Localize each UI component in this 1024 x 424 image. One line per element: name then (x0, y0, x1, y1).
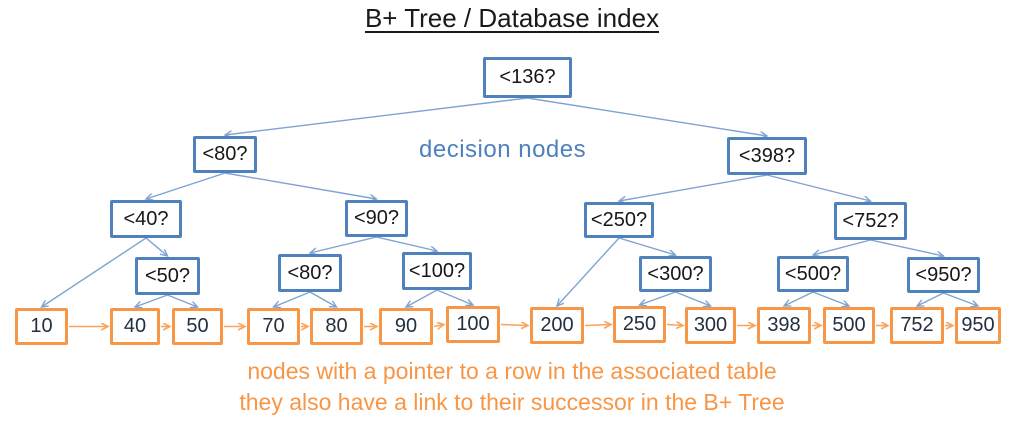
tree-edge (224, 172, 377, 199)
leaf-node-L90: 90 (379, 308, 433, 345)
leaf-node-L950: 950 (955, 307, 1001, 344)
decision-node-n100: <100? (402, 252, 472, 290)
tree-edge (675, 291, 711, 306)
tree-edge (640, 291, 676, 305)
diagram-title: B+ Tree / Database index (364, 3, 660, 33)
leaf-node-L10: 10 (15, 308, 68, 345)
leaf-node-L250: 250 (613, 306, 666, 343)
leaf-node-L752: 752 (890, 307, 944, 344)
decision-node-n950: <950? (907, 257, 980, 293)
tree-edge (784, 291, 814, 306)
tree-edge (943, 292, 979, 306)
tree-edge (766, 174, 871, 201)
leaf-node-L70: 70 (247, 308, 300, 345)
tree-edge (225, 97, 528, 135)
leaf-node-L40: 40 (110, 308, 160, 345)
decision-node-n90: <90? (345, 200, 408, 237)
decision-node-n398: <398? (727, 137, 807, 175)
decision-node-n300: <300? (639, 256, 712, 292)
leaf-nodes-annotation: nodes with a pointer to a row in the ass… (0, 356, 1024, 418)
decision-node-n80: <80? (193, 136, 257, 173)
tree-edge (557, 237, 620, 306)
tree-edge (42, 237, 147, 307)
successor-arrow (584, 325, 611, 326)
leaf-node-L100: 100 (446, 306, 500, 343)
caption-line-1: nodes with a pointer to a row in the ass… (247, 358, 777, 384)
tree-edge (813, 239, 871, 255)
tree-edge (135, 294, 168, 307)
tree-edge (376, 236, 438, 251)
tree-edge (167, 294, 198, 307)
tree-edge (917, 292, 944, 306)
tree-edge (310, 236, 377, 253)
tree-edge (309, 291, 337, 307)
successor-arrow (500, 325, 528, 326)
decision-node-n250: <250? (584, 202, 654, 238)
decision-node-n80b: <80? (278, 254, 342, 292)
decision-node-n752: <752? (834, 202, 907, 240)
tree-edge (618, 237, 676, 255)
tree-edge (406, 289, 438, 307)
tree-edge (812, 291, 849, 306)
decision-node-n40: <40? (110, 200, 182, 238)
decision-node-n500: <500? (777, 256, 849, 292)
leaf-node-L80: 80 (310, 308, 363, 345)
tree-edge (146, 172, 226, 199)
tree-edge (870, 239, 944, 256)
tree-edge (436, 289, 473, 305)
tree-edge (145, 237, 168, 256)
successor-arrow (666, 325, 683, 326)
leaf-node-L398: 398 (757, 307, 811, 344)
decision-node-n50: <50? (135, 257, 200, 295)
tree-edge (619, 174, 768, 201)
leaf-node-L50: 50 (172, 308, 223, 345)
leaf-node-L200: 200 (530, 307, 584, 344)
decision-nodes-annotation: decision nodes (419, 136, 587, 163)
tree-edge (527, 97, 768, 136)
successor-arrow (433, 325, 444, 327)
caption-line-2: they also have a link to their successor… (239, 389, 785, 415)
tree-edge (274, 291, 311, 307)
decision-node-n136: <136? (483, 57, 572, 98)
leaf-node-L300: 300 (685, 307, 736, 344)
leaf-node-L500: 500 (823, 307, 875, 344)
